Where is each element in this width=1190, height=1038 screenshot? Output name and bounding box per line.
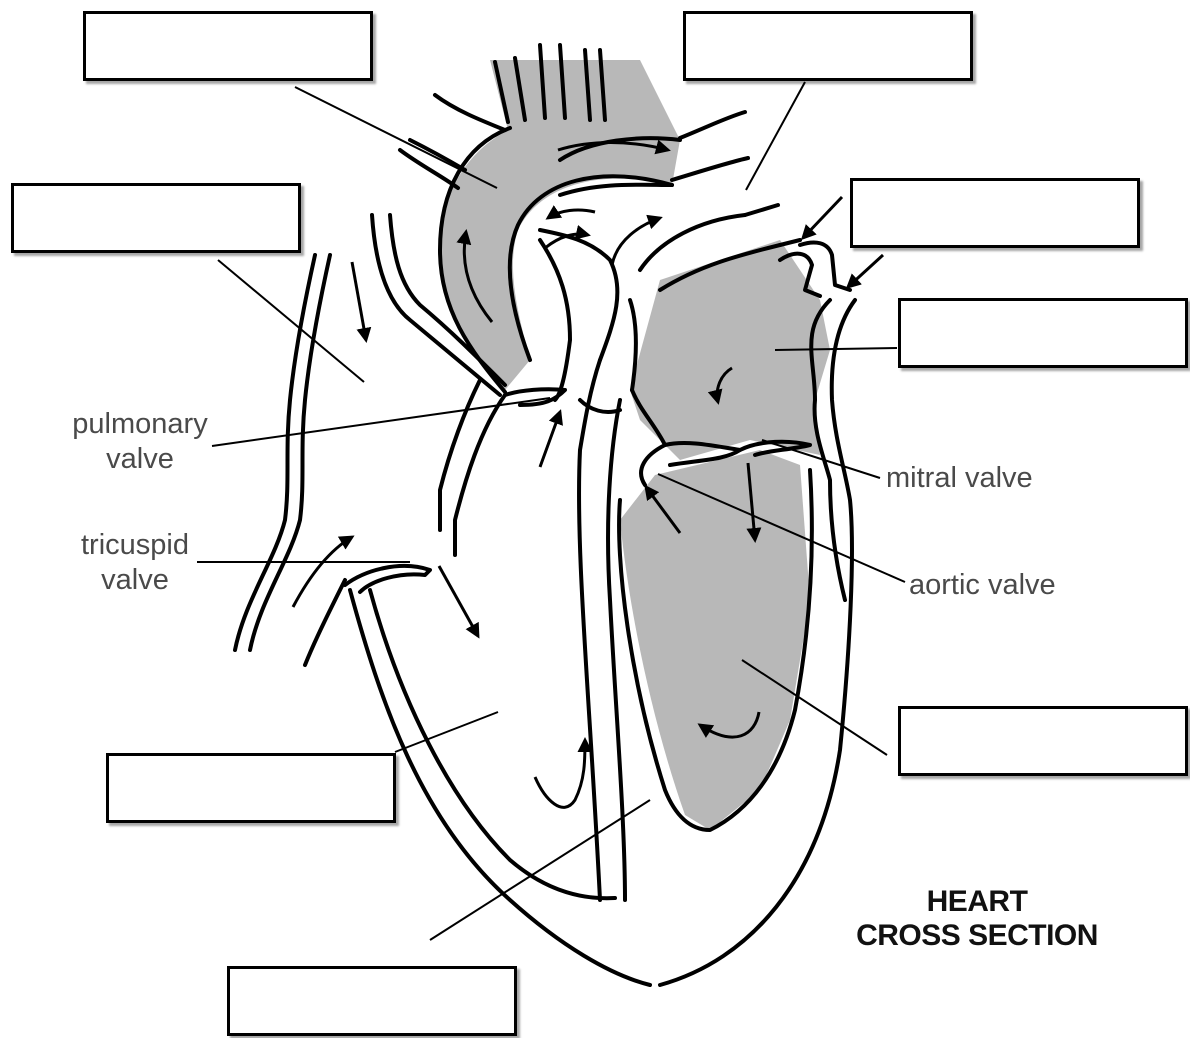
pulmonary-valve-label-line2: valve: [55, 442, 225, 477]
blank-label-box-septum[interactable]: [227, 966, 517, 1036]
tricuspid-valve-label-line1: tricuspid: [60, 528, 210, 563]
diagram-title: HEART CROSS SECTION: [822, 885, 1132, 953]
blank-label-box-pulmonary-artery[interactable]: [683, 11, 973, 81]
diagram-title-line2: CROSS SECTION: [822, 919, 1132, 953]
blank-label-box-aorta[interactable]: [83, 11, 373, 81]
aortic-valve-label: aortic valve: [909, 568, 1056, 603]
pulmonary-valve-label: pulmonary valve: [55, 407, 225, 477]
blank-label-box-left-atrium[interactable]: [898, 298, 1188, 368]
left-ventricle-fill: [620, 450, 810, 830]
tricuspid-valve-label: tricuspid valve: [60, 528, 210, 598]
blank-label-box-right-ventricle[interactable]: [106, 753, 396, 823]
blank-label-box-pulmonary-veins[interactable]: [850, 178, 1140, 248]
diagram-title-line1: HEART: [822, 885, 1132, 919]
mitral-valve-label: mitral valve: [886, 461, 1033, 496]
pulmonary-valve-label-line1: pulmonary: [55, 407, 225, 442]
tricuspid-valve-label-line2: valve: [60, 563, 210, 598]
blank-label-box-superior-vena-cava[interactable]: [11, 183, 301, 253]
blank-label-box-left-ventricle[interactable]: [898, 706, 1188, 776]
